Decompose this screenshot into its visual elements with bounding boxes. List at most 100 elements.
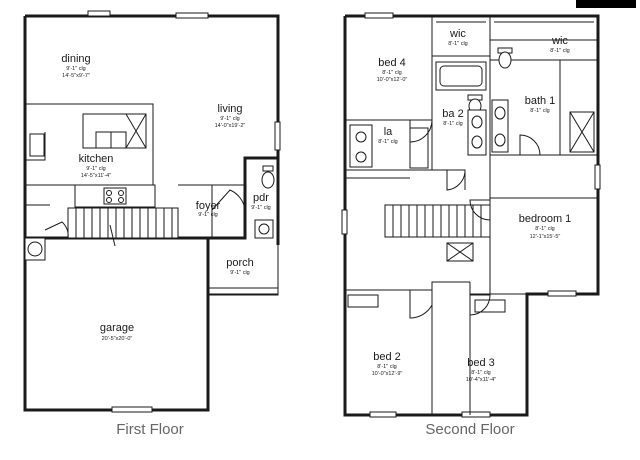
- closet: [474, 299, 506, 313]
- room-dimensions: 10'-0"x12'-0": [377, 77, 408, 83]
- window: [111, 406, 153, 413]
- ceiling-height: 9'-1" clg: [86, 166, 106, 172]
- window: [87, 10, 111, 17]
- room-name: living: [217, 103, 242, 115]
- ceiling-height: 8'-1" clg: [535, 226, 555, 232]
- second-floor-caption: Second Floor: [425, 421, 514, 438]
- ceiling-height: 8'-1" clg: [378, 139, 398, 145]
- toilet: [497, 47, 513, 69]
- room-dimensions: 12'-1"x15'-5": [530, 234, 561, 240]
- room-name: bedroom 1: [519, 213, 572, 225]
- second-floor-plan: [341, 12, 601, 418]
- room-name: wic: [449, 28, 466, 40]
- room-dimensions: 10'-0"x12'-9": [372, 371, 403, 377]
- burner: [106, 190, 112, 196]
- window: [364, 12, 394, 19]
- room-label-bedroom-1: bedroom 1 8'-1" clg 12'-1"x15'-5": [519, 213, 572, 240]
- room-label-pdr: pdr 9'-1" clg: [251, 192, 271, 211]
- room-dimensions: 14'-5"x9'-7": [62, 73, 90, 79]
- room-name: ba 2: [442, 108, 463, 120]
- brand-logo: [576, 0, 636, 8]
- room-label-wic-1: wic 8'-1" clg: [448, 28, 468, 47]
- window: [547, 290, 577, 297]
- door-swing: [409, 290, 433, 319]
- water-heater: [27, 241, 43, 257]
- burner: [118, 190, 124, 196]
- room-label-bed-3: bed 3 8'-1" clg 10'-4"x11'-4": [466, 357, 496, 383]
- window: [175, 12, 209, 19]
- room-label-kitchen: kitchen 9'-1" clg 14'-5"x11'-4": [79, 153, 114, 179]
- door-swing: [446, 170, 466, 191]
- window: [369, 411, 397, 418]
- burner: [118, 197, 124, 203]
- door-swing: [519, 134, 541, 156]
- window: [461, 411, 491, 418]
- room-label-ba-2: ba 2 8'-1" clg: [442, 108, 463, 127]
- first-floor-plan: [23, 10, 281, 413]
- second-floor-stairs: [384, 204, 491, 238]
- room-dimensions: 14'-0"x19'-2": [215, 123, 246, 129]
- toilet: [261, 165, 275, 189]
- room-name: dining: [61, 53, 90, 65]
- sink-bowl: [494, 133, 506, 147]
- room-dimensions: 20'-5"x20'-0": [102, 336, 133, 342]
- ceiling-height: 9'-1" clg: [198, 212, 218, 218]
- room-label-foyer: foyer 9'-1" clg: [196, 200, 221, 218]
- room-name: wic: [551, 35, 568, 47]
- room-dimensions: 14'-5"x11'-4": [81, 173, 111, 179]
- ceiling-height: 9'-1" clg: [66, 66, 86, 72]
- kitchen-partition: [25, 103, 154, 206]
- foyer-wall: [178, 158, 246, 238]
- window: [594, 164, 601, 190]
- room-name: porch: [226, 257, 254, 269]
- room-label-bed-2: bed 2 8'-1" clg 10'-0"x12'-9": [372, 351, 403, 377]
- foyer-door-swing: [211, 189, 246, 211]
- room-label-bed-4: bed 4 8'-1" clg 10'-0"x12'-0": [377, 57, 408, 83]
- room-name: bed 4: [378, 57, 406, 69]
- door-swing: [44, 221, 69, 239]
- room-label-dining: dining 9'-1" clg 14'-5"x9'-7": [61, 53, 90, 79]
- room-label-bath-1: bath 1 8'-1" clg: [525, 95, 556, 114]
- door-swing: [409, 119, 433, 143]
- room-name: foyer: [196, 200, 221, 212]
- ceiling-height: 9'-1" clg: [230, 270, 250, 276]
- room-label-wic-2: wic 8'-1" clg: [550, 35, 570, 54]
- ceiling-height: 8'-1" clg: [377, 364, 397, 370]
- closet: [347, 294, 379, 308]
- attic-mark: [446, 242, 474, 262]
- porch-outline: [207, 238, 279, 296]
- room-label-garage: garage 20'-5"x20'-0": [100, 322, 134, 342]
- door-swing: [469, 294, 491, 316]
- room-name: pdr: [253, 192, 269, 204]
- sink-bowl: [494, 106, 506, 120]
- window: [274, 121, 281, 151]
- ceiling-height: 8'-1" clg: [471, 370, 491, 376]
- range: [103, 187, 127, 205]
- room-name: la: [384, 126, 393, 138]
- room-label-la: la 8'-1" clg: [378, 126, 398, 145]
- dryer: [355, 151, 367, 163]
- ceiling-height: 8'-1" clg: [530, 108, 550, 114]
- refrigerator: [29, 133, 45, 157]
- sink: [254, 219, 274, 239]
- washer: [355, 131, 367, 143]
- laundry-machines: [349, 124, 373, 168]
- porch-rail: [207, 287, 279, 295]
- room-name: bath 1: [525, 95, 556, 107]
- ceiling-height: 9'-1" clg: [220, 116, 240, 122]
- window: [341, 209, 348, 235]
- sink-bowl: [471, 135, 483, 149]
- island-mark: [125, 113, 147, 149]
- room-label-porch: porch 9'-1" clg: [226, 257, 254, 276]
- ceiling-height: 8'-1" clg: [382, 70, 402, 76]
- room-name: garage: [100, 322, 134, 334]
- room-label-living: living 9'-1" clg 14'-0"x19'-2": [215, 103, 246, 129]
- ceiling-height: 9'-1" clg: [251, 205, 271, 211]
- ceiling-height: 8'-1" clg: [550, 48, 570, 54]
- burner: [106, 197, 112, 203]
- first-floor-caption: First Floor: [116, 421, 184, 438]
- room-name: bed 3: [467, 357, 495, 369]
- shower-mark: [569, 111, 595, 153]
- room-name: kitchen: [79, 153, 114, 165]
